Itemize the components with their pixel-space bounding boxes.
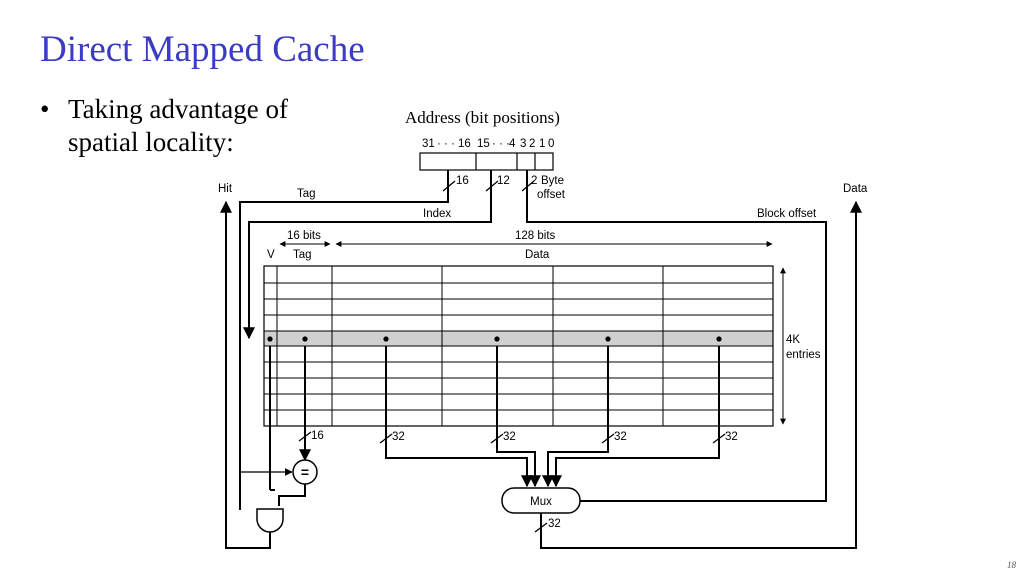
bit-label-1: 1 <box>539 138 545 150</box>
tag-bus-label: 16 <box>311 430 324 442</box>
word3-wire <box>550 339 720 488</box>
page-number: 18 <box>1007 560 1016 570</box>
word1-bus-label: 32 <box>503 431 516 443</box>
block-offset-wire <box>526 170 827 502</box>
word2-wire <box>542 339 609 488</box>
compare-out-wire <box>278 484 306 506</box>
word1-wire <box>496 339 541 488</box>
bit-label-16: 16 <box>458 138 471 150</box>
comparator-symbol: = <box>301 464 309 480</box>
slide-title: Direct Mapped Cache <box>40 29 365 70</box>
data-output-label: Data <box>843 183 868 195</box>
index-width-label: 12 <box>497 175 510 187</box>
bit-label-dots-1: · · · <box>437 138 455 150</box>
tag-field-label: Tag <box>297 188 316 200</box>
data-bits-label: 128 bits <box>515 230 556 242</box>
tag-width-label: 16 <box>456 175 469 187</box>
bus-slashes <box>298 180 726 533</box>
bit-label-3: 3 <box>520 138 526 150</box>
offset-label: offset <box>537 189 566 201</box>
index-wire <box>243 170 492 340</box>
mux-label: Mux <box>530 496 552 508</box>
tag-column-label: Tag <box>293 249 312 261</box>
comparator <box>292 459 318 485</box>
bit-label-2: 2 <box>529 138 535 150</box>
address-register <box>419 152 554 171</box>
data-out-wire <box>540 200 862 549</box>
and-gate <box>256 508 284 533</box>
word0-bus-label: 32 <box>392 431 405 443</box>
bit-label-0: 0 <box>548 138 554 150</box>
word2-bus-label: 32 <box>614 431 627 443</box>
valid-column-label: V <box>267 249 275 261</box>
address-caption: Address (bit positions) <box>405 108 560 127</box>
byte-offset-width-label: 2 <box>531 175 537 187</box>
bit-label-15: 15 <box>477 138 490 150</box>
selected-row <box>264 331 773 346</box>
bullet-marker: • <box>40 94 50 124</box>
bit-position-labels: 31 · · · 16 15 · · · 4 3 2 1 0 <box>422 138 554 150</box>
tag-bits-label: 16 bits <box>287 230 321 242</box>
bit-label-31: 31 <box>422 138 435 150</box>
block-offset-label: Block offset <box>757 208 817 220</box>
word0-wire <box>385 339 533 488</box>
hit-label: Hit <box>218 183 233 195</box>
bit-label-4: 4 <box>509 138 516 150</box>
entries-count-label: 4K <box>786 334 800 346</box>
bullet-item: Taking advantage of spatial locality: <box>68 93 368 159</box>
mux <box>501 487 581 514</box>
mux-output-width: 32 <box>548 518 561 530</box>
valid-wire <box>269 339 275 491</box>
index-label: Index <box>423 208 451 220</box>
byte-label: Byte <box>541 175 564 187</box>
word3-bus-label: 32 <box>725 431 738 443</box>
cache-table <box>263 265 774 427</box>
entries-word-label: entries <box>786 349 821 361</box>
bullet-line-1: Taking advantage of <box>68 94 289 124</box>
bit-label-dots-2: · · · <box>492 138 510 150</box>
data-column-label: Data <box>525 249 550 261</box>
bullet-line-2: spatial locality: <box>68 127 234 157</box>
